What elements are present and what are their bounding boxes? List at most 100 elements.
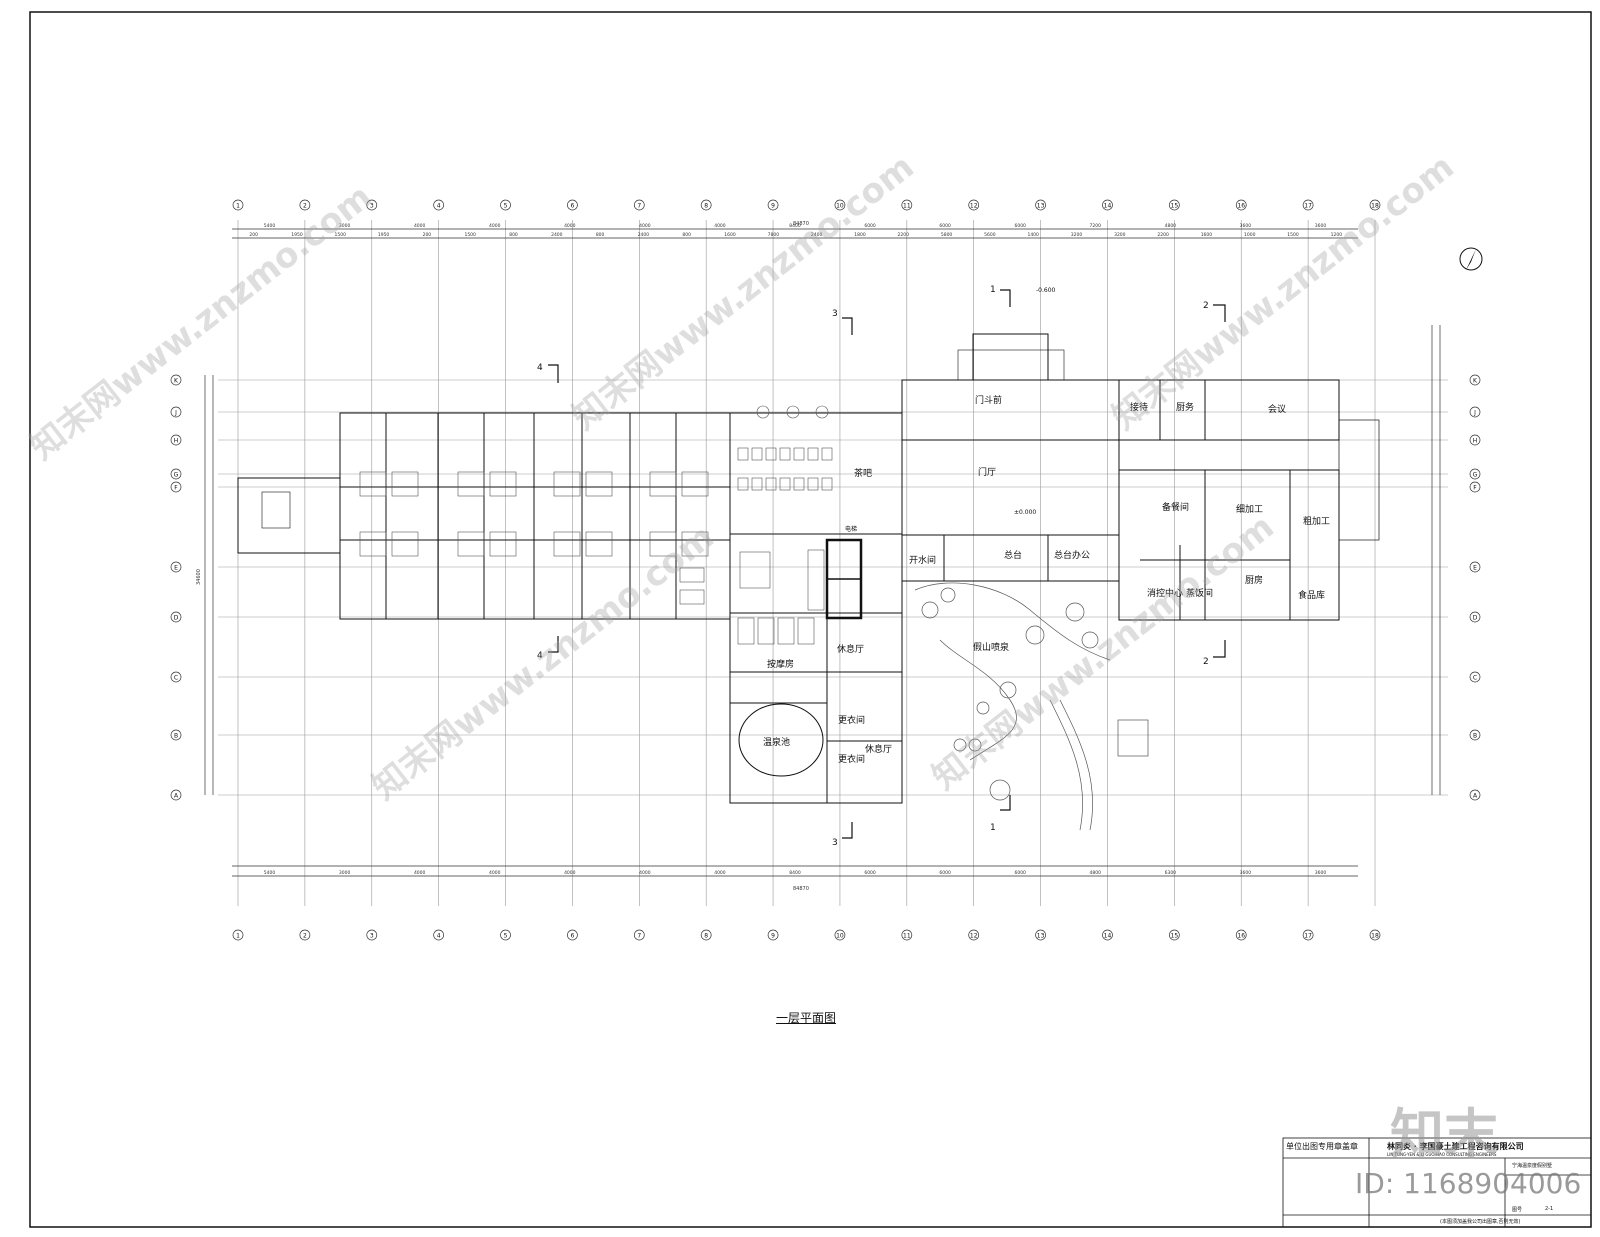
axis-bubble-row: [1469, 561, 1481, 573]
axis-bubble-row: [1469, 671, 1481, 683]
hot-spring-pool: [738, 703, 824, 777]
axis-bubble-row: [170, 729, 182, 741]
room-prep: 备餐间: [1162, 501, 1189, 513]
axis-label-row: C: [1473, 675, 1477, 682]
axis-bubble-col: [500, 199, 511, 211]
axis-label-col: 17: [1304, 203, 1312, 210]
axis-label-row: G: [1473, 472, 1478, 479]
room-changing-1: 更衣间: [838, 714, 865, 726]
guest-bathrooms: [359, 471, 709, 557]
dimension-value: 1950: [378, 232, 390, 238]
dimension-value: 6000: [864, 223, 876, 229]
axis-bubble-row: [170, 434, 182, 446]
axis-bubble-row: [1469, 611, 1481, 623]
room-changing-2: 更衣间: [838, 753, 865, 765]
axis-label-col: 8: [704, 933, 708, 940]
room-fine-process: 细加工: [1236, 503, 1263, 515]
axis-bubble-col: [1369, 199, 1381, 211]
axis-label-col: 16: [1237, 933, 1245, 940]
dimension-value: 1200: [1331, 232, 1343, 238]
axis-bubble-row: [1469, 729, 1481, 741]
company-name: 林同炎 · 李国豪土建工程咨询有限公司: [1387, 1142, 1524, 1151]
axis-bubble-col: [901, 929, 913, 941]
axis-label-col: 17: [1304, 933, 1312, 940]
axis-label-row: H: [174, 438, 179, 445]
room-tea-bar: 茶吧: [854, 467, 872, 479]
dimension-value: 2400: [811, 232, 823, 238]
axis-label-col: 13: [1037, 933, 1045, 940]
axis-label-col: 9: [771, 203, 775, 210]
axis-bubble-row: [1469, 468, 1481, 480]
axis-bubble-col: [567, 929, 578, 941]
dimension-value: 7200: [1090, 223, 1102, 229]
dimension-value: 800: [509, 232, 518, 238]
axis-bubble-col: [1169, 199, 1180, 211]
side-dimension: 34600: [196, 569, 202, 585]
section-3-bottom-label: 3: [832, 838, 838, 848]
central-block: [729, 333, 1120, 804]
axis-label-col: 12: [970, 933, 978, 940]
dimension-value: 4000: [564, 870, 576, 876]
axis-label-col: 18: [1371, 933, 1379, 940]
floor-elevation: ±0.000: [1014, 509, 1036, 516]
outdoor-elevation: -0.600: [1036, 287, 1056, 294]
axis-bubble-col: [232, 199, 244, 211]
axis-bubble-col: [299, 199, 311, 211]
room-reception: 门斗前: [975, 394, 1002, 406]
dimension-value: 200: [423, 232, 432, 238]
axis-label-col: 16: [1237, 203, 1245, 210]
dimension-value: 2400: [638, 232, 650, 238]
room-elevator: 电梯: [845, 525, 857, 533]
validity-note: (本图须加盖我公司出图章,否则无效): [1440, 1219, 1521, 1225]
dimension-value: 8400: [789, 223, 801, 229]
dimension-value: 5400: [264, 870, 276, 876]
room-office: 厨务: [1176, 401, 1194, 413]
dimension-value: 4000: [639, 223, 651, 229]
sheet-number: 2-1: [1545, 1206, 1554, 1212]
axis-bubble-col: [633, 199, 645, 211]
axis-label-row: D: [174, 615, 179, 622]
dimension-value: 1500: [464, 232, 476, 238]
dimension-value: 3000: [339, 870, 351, 876]
dimension-value: 1600: [724, 232, 736, 238]
room-front-desk: 总台: [1004, 549, 1022, 561]
axis-bubble-col: [1235, 199, 1247, 211]
dimension-value: 5400: [264, 223, 276, 229]
company-name-en: LIN TUNG-YEN & LI GUO-HAO CONSULTING ENG…: [1387, 1152, 1497, 1157]
project-name: 宁海温泉度假别墅: [1512, 1163, 1553, 1169]
axis-bubble-col: [1302, 199, 1314, 211]
room-lounge-1: 休息厅: [837, 643, 864, 655]
dimension-value: 2200: [898, 232, 910, 238]
dimension-value: 800: [682, 232, 691, 238]
axis-label-col: 15: [1171, 933, 1179, 940]
dimension-value: 3600: [1240, 870, 1252, 876]
axis-label-col: 2: [303, 933, 307, 940]
axis-label-row: F: [174, 485, 178, 492]
axis-bubble-row: [1469, 434, 1481, 446]
dimension-value: 1500: [335, 232, 347, 238]
axis-label-col: 13: [1037, 203, 1045, 210]
axis-label-row: H: [1473, 438, 1478, 445]
axis-bubble-col: [901, 199, 913, 211]
axis-label-col: 9: [771, 933, 775, 940]
east-kitchen-block: [1118, 379, 1380, 621]
room-food-store: 食品库: [1298, 589, 1325, 601]
room-hot-spring: 温泉池: [763, 736, 790, 748]
dimension-value: 2400: [551, 232, 563, 238]
room-boiler: 开水间: [909, 554, 936, 566]
dimension-value: 1950: [291, 232, 303, 238]
overall-dimension-bottom: 84870: [793, 886, 809, 892]
axis-label-row: A: [174, 793, 179, 800]
axis-label-col: 12: [970, 203, 978, 210]
axis-bubble-col: [500, 929, 511, 941]
axis-bubble-col: [767, 929, 779, 941]
dimension-value: 6000: [1014, 223, 1026, 229]
dimension-value: 5600: [984, 232, 996, 238]
axis-label-col: 5: [504, 933, 508, 940]
section-1-top-label: 1: [990, 285, 996, 295]
axis-label-col: 7: [637, 203, 641, 210]
title-block: [1282, 1137, 1592, 1228]
dimension-value: 4000: [564, 223, 576, 229]
dimension-value: 4800: [1090, 870, 1102, 876]
